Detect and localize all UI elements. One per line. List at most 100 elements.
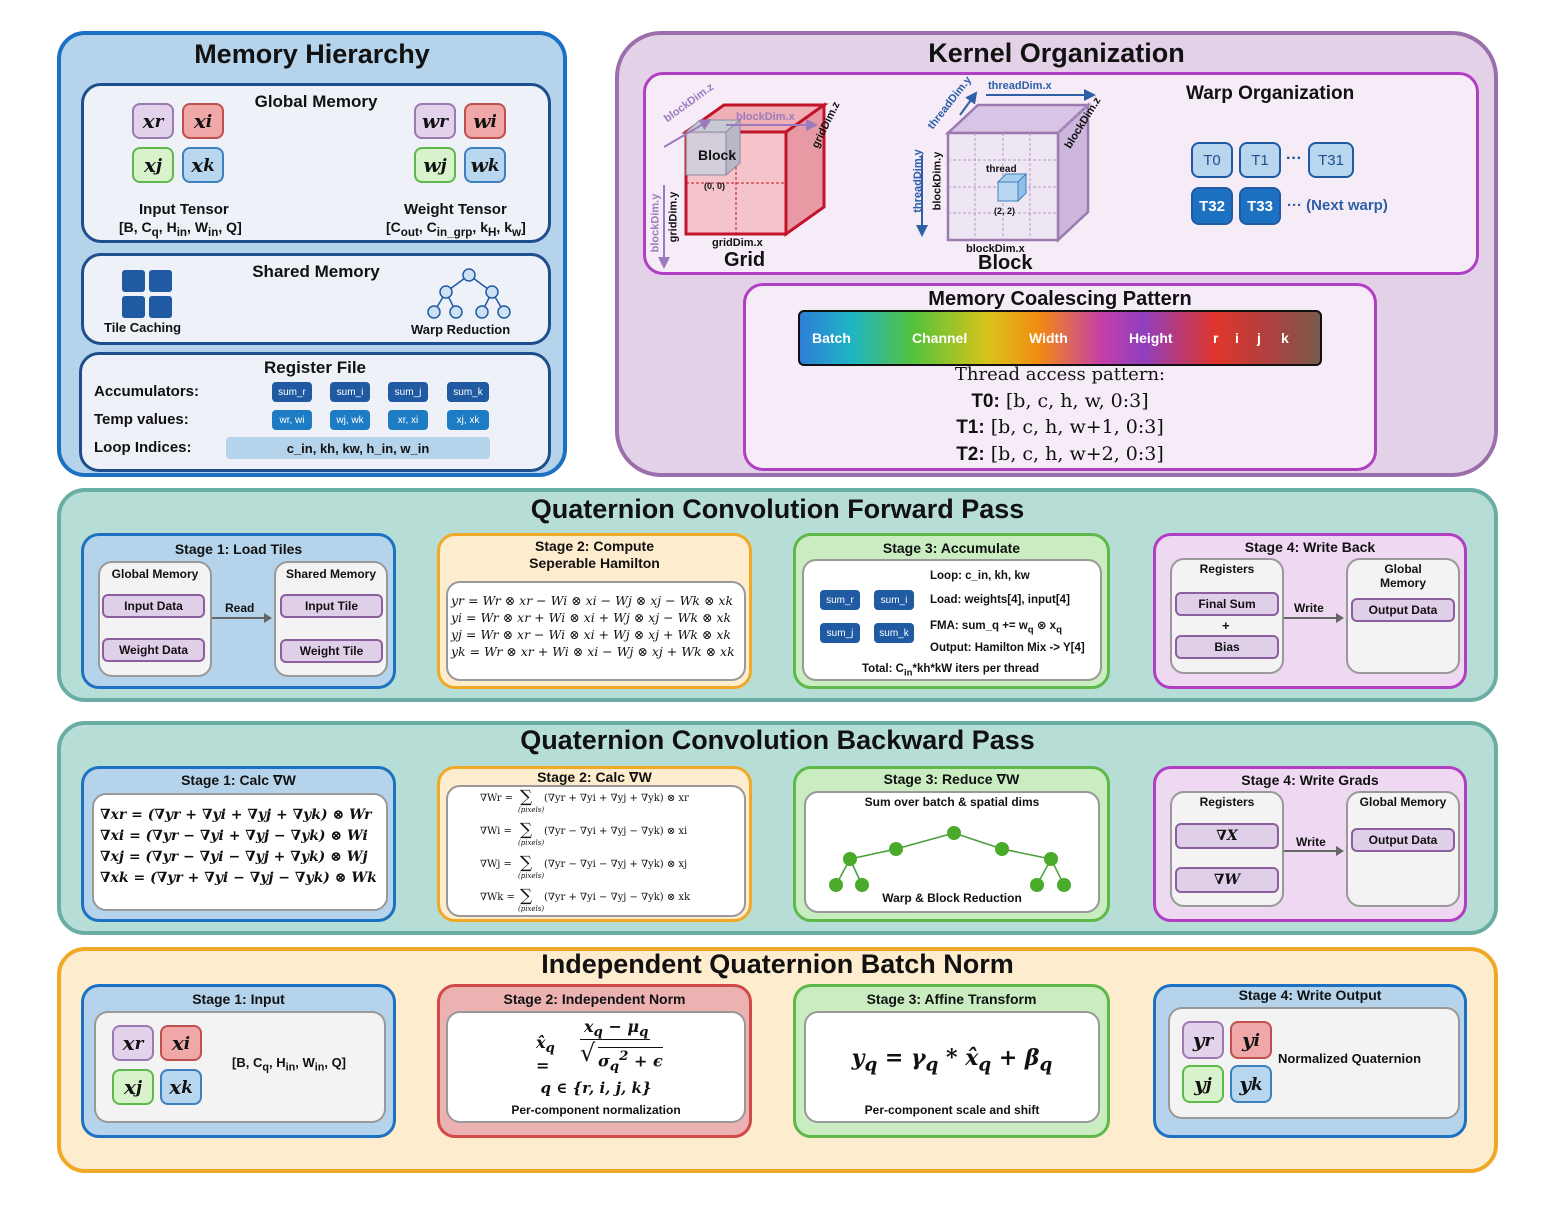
fwd-line-fma: FMA: sum_q += wq ⊗ xq: [930, 620, 1062, 636]
fwd-stage1: Stage 1: Load Tiles Global Memory Input …: [81, 533, 396, 689]
bwd-eq-wi-right: (∇yr − ∇yi + ∇yj − ∇yk) ⊗ xi: [544, 826, 688, 837]
fwd-stage3: Stage 3: Accumulate sum_r sum_i sum_j su…: [793, 533, 1110, 689]
access-row-t1: T1: [b, c, h, w+1, 0:3]: [746, 416, 1374, 439]
fwd-final-sum: Final Sum: [1175, 592, 1279, 616]
temp-xj-xk: xj, xk: [447, 410, 489, 430]
bwd-eq-wi-sub: (pixels): [518, 839, 545, 847]
thread-t33: T33: [1239, 187, 1281, 225]
access-t1-label: T1:: [956, 417, 985, 438]
fwd-sum-k: sum_k: [874, 623, 914, 643]
grid-griddim-x-label: gridDim.x: [712, 237, 763, 249]
register-file-title: Register File: [263, 358, 367, 377]
bwd-grad-w: ∇W: [1175, 867, 1279, 893]
bwd-stage2-eq-box: ∇Wr = ∑ (pixels) (∇yr + ∇yi + ∇yj + ∇yk)…: [446, 785, 746, 917]
bar-j: j: [1257, 330, 1261, 346]
bwd-eq-wk-sub: (pixels): [518, 905, 545, 913]
thread-t31: T31: [1308, 142, 1354, 178]
block-blockdim-y-label: blockDim.y: [931, 151, 944, 211]
block-thread-coord: (2, 2): [994, 206, 1016, 216]
kernel-organization-panel: Kernel Organization blockDim.z blockDim.…: [615, 31, 1498, 477]
temp-wr-wi: wr, wi: [272, 410, 312, 430]
acc-sum-j: sum_j: [388, 382, 428, 402]
fwd-hamilton-equations-box: yr = Wr ⊗ xr − Wi ⊗ xi − Wj ⊗ xj − Wk ⊗ …: [446, 581, 746, 681]
grid-griddim-y-label: gridDim.y: [667, 191, 680, 243]
weight-tensor-shape: [Cout, Cin_grp, kH, kw]: [386, 219, 526, 239]
grid-origin-label: (0, 0): [704, 181, 726, 191]
bn-stage3: Stage 3: Affine Transform yq = γq * x̂q …: [793, 984, 1110, 1138]
bn-stage4-title: Stage 4: Write Output: [1238, 987, 1382, 1003]
bwd-eq-xi: ∇xi = (∇yr − ∇yi + ∇yj − ∇yk) ⊗ Wi: [100, 828, 368, 844]
bwd-eq-wr-sub: (pixels): [518, 806, 545, 814]
bwd-eq-wj-sub: (pixels): [518, 872, 545, 880]
bwd-eq-xk: ∇xk = (∇yr + ∇yi − ∇yj − ∇yk) ⊗ Wk: [100, 870, 377, 886]
acc-sum-k: sum_k: [447, 382, 489, 402]
fwd-stage2-title: Stage 2: Compute: [534, 538, 654, 554]
grid-caption: Grid: [724, 249, 766, 271]
bwd-reduce-caption: Warp & Block Reduction: [882, 891, 1022, 905]
bn-stage3-title: Stage 3: Affine Transform: [866, 991, 1037, 1007]
bwd-grad-x: ∇X: [1175, 823, 1279, 849]
warp-ellipsis: ···: [1286, 150, 1302, 167]
bwd-eq-xj: ∇xj = (∇yr − ∇yi − ∇yj + ∇yk) ⊗ Wj: [100, 849, 368, 865]
grid-block-label: Block: [698, 147, 737, 163]
thread-access-label: Thread access pattern:: [954, 364, 1166, 385]
fwd-weight-tile: Weight Tile: [280, 639, 383, 663]
memory-coalescing-box: Memory Coalescing Pattern Batch Channel …: [743, 283, 1377, 471]
global-memory-title: Global Memory: [254, 92, 378, 111]
bar-i: i: [1235, 330, 1239, 346]
temp-values-label: Temp values:: [94, 411, 189, 428]
fwd-line-output: Output: Hamilton Mix -> Y[4]: [930, 642, 1085, 654]
loop-indices-label: Loop Indices:: [94, 439, 192, 456]
fwd-read-arrow-icon: [212, 613, 272, 623]
bwd-output-data: Output Data: [1351, 828, 1455, 852]
fwd-input-tile: Input Tile: [280, 594, 383, 618]
bwd-eq-wr-right: (∇yr + ∇yi + ∇yj + ∇yk) ⊗ xr: [544, 793, 689, 804]
fwd-weight-data: Weight Data: [102, 638, 205, 662]
fwd-output-data: Output Data: [1351, 598, 1455, 622]
bwd-eq-wj-sum: ∑: [520, 853, 533, 873]
bar-k: k: [1281, 330, 1289, 346]
block-thread-label: thread: [986, 164, 1017, 175]
coalescing-gradient-bar: Batch Channel Width Height r i j k: [798, 310, 1322, 366]
bwd-eq-wi-left: ∇Wi =: [480, 826, 512, 837]
thread-t1: T1: [1239, 142, 1281, 178]
bwd-stage1-eq-box: ∇xr = (∇yr + ∇yi + ∇yj + ∇yk) ⊗ Wr ∇xi =…: [92, 793, 388, 911]
batch-norm-title: Independent Quaternion Batch Norm: [541, 949, 1014, 979]
bn-stage3-box: yq = γq * x̂q + βq Per-component scale a…: [804, 1011, 1100, 1123]
shared-memory-box: Shared Memory Tile Caching Warp Reductio…: [81, 253, 551, 345]
fwd-sum-r: sum_r: [820, 590, 860, 610]
temp-xr-xi: xr, xi: [388, 410, 428, 430]
bwd-stage4: Stage 4: Write Grads Registers ∇X ∇W Wri…: [1153, 766, 1467, 922]
bn-stage2-box: x̂q = xq − μq √ σq2 + ϵ q ∈ {r, i, j, k}…: [446, 1011, 746, 1123]
bwd-stage1-title: Stage 1: Calc ∇W: [181, 772, 296, 788]
bwd-eq-wi-sum: ∑: [520, 820, 533, 840]
bwd-eq-wr-left: ∇Wr =: [480, 793, 514, 804]
bn-stage2-caption: Per-component normalization: [511, 1103, 681, 1117]
backward-pass-title: Quaternion Convolution Backward Pass: [520, 725, 1035, 755]
register-file-box: Register File Accumulators: sum_r sum_i …: [79, 352, 551, 472]
fwd-line-load: Load: weights[4], input[4]: [930, 594, 1070, 606]
fwd-stage2: Stage 2: Compute Seperable Hamilton yr =…: [437, 533, 752, 689]
block-threaddim-y-label: threadDim.y: [911, 149, 924, 213]
bwd-eq-xr: ∇xr = (∇yr + ∇yi + ∇yj + ∇yk) ⊗ Wr: [100, 807, 372, 823]
fwd-total: Total: Cin*kh*kW iters per thread: [862, 663, 1040, 679]
thread-t32: T32: [1191, 187, 1233, 225]
bwd-eq-wk-right: (∇yr + ∇yi − ∇yj − ∇yk) ⊗ xk: [544, 892, 691, 903]
loop-indices-value: c_in, kh, kw, h_in, w_in: [226, 437, 490, 459]
tile-caching-label: Tile Caching: [104, 320, 182, 335]
fwd-input-data: Input Data: [102, 594, 205, 618]
access-t0-label: T0:: [971, 391, 1000, 412]
bar-width: Width: [1029, 330, 1068, 346]
